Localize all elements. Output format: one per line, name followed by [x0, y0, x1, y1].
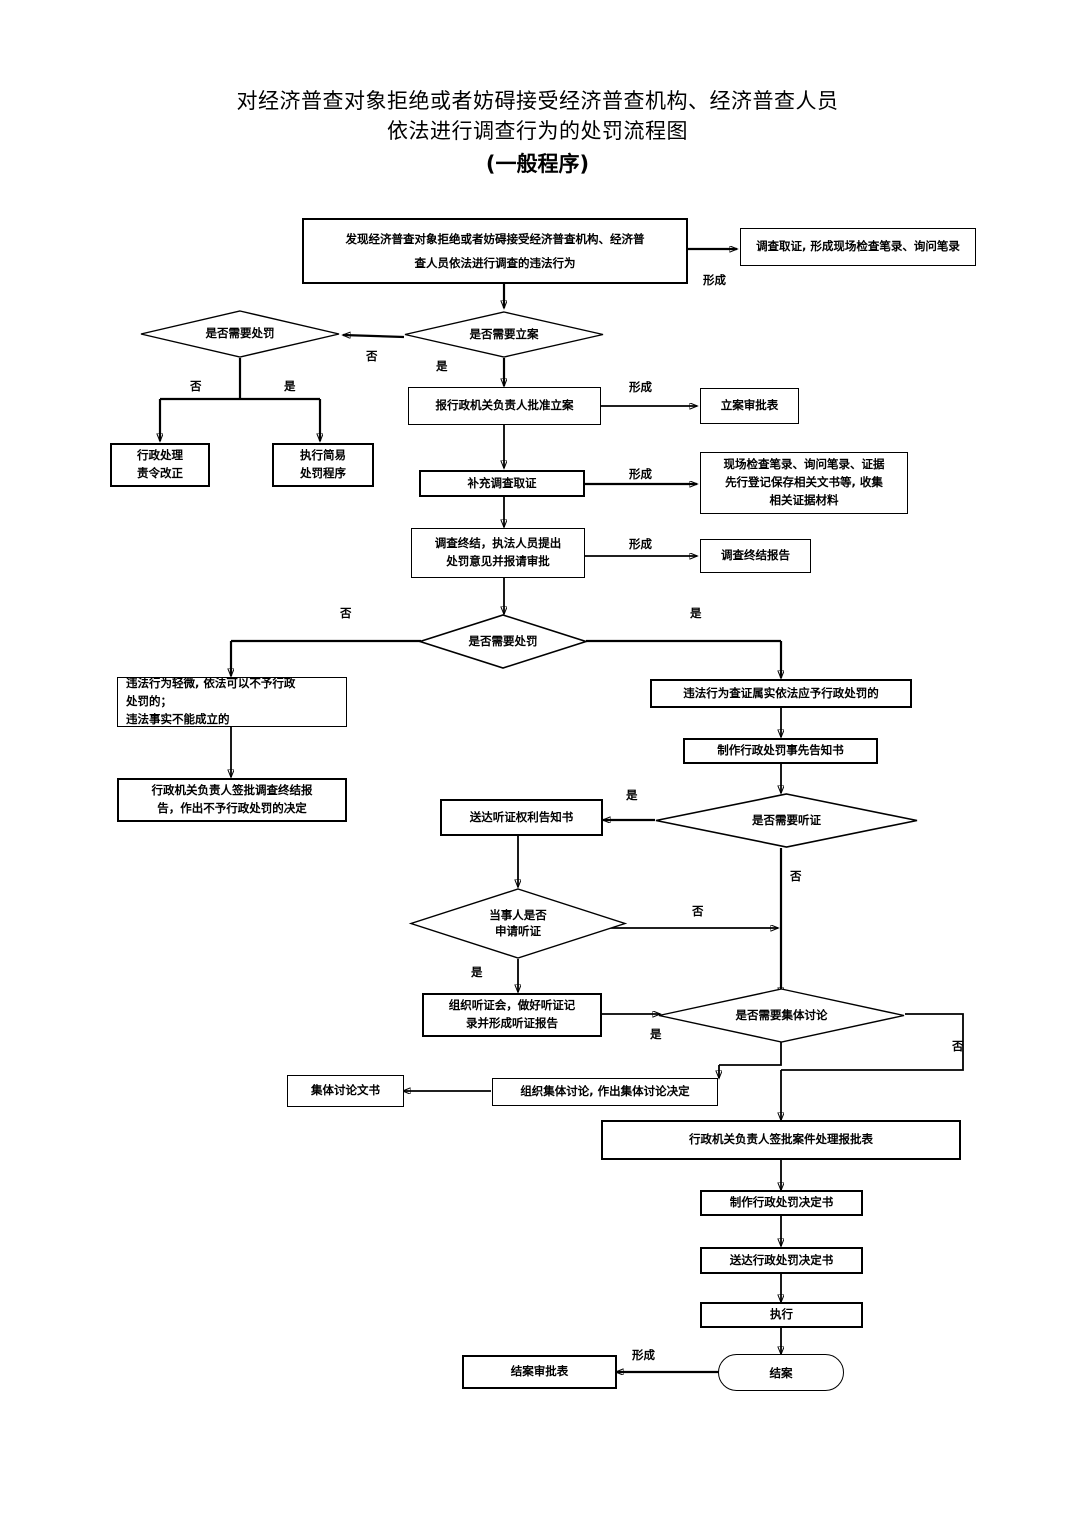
decision-need-collective-discussion[interactable]: 是否需要集体讨论 [658, 988, 905, 1043]
edge-label-no-collective: 否 [952, 1039, 964, 1053]
edge-label-yes-filing: 是 [436, 359, 448, 373]
edge-label-form-3: 形成 [629, 467, 652, 481]
node-deliver-punish-decision[interactable]: 送达行政处罚决定书 [700, 1247, 863, 1274]
page-title: 对经济普查对象拒绝或者妨碍接受经济普查机构、经济普查人员 依法进行调查行为的处罚… [0, 86, 1075, 180]
decision-need-punish-2[interactable]: 是否需要处罚 [417, 614, 589, 669]
node-minor-violation[interactable]: 违法行为轻微, 依法可以不予行政 处罚的； 违法事实不能成立的 [117, 676, 347, 727]
decision-need-punish-1[interactable]: 是否需要处罚 [140, 310, 340, 358]
node-organize-hearing[interactable]: 组织听证会，做好听证记 录并形成听证报告 [422, 993, 602, 1037]
node-admin-handle-correct[interactable]: 行政处理 责令改正 [110, 443, 210, 487]
edge-label-no-filing: 否 [366, 349, 378, 363]
node-case-closing-form[interactable]: 结案审批表 [462, 1355, 617, 1389]
edge-label-yes-apply-hearing: 是 [471, 965, 483, 979]
node-make-prior-notice[interactable]: 制作行政处罚事先告知书 [683, 738, 878, 764]
node-evidence-docs[interactable]: 现场检查笔录、询问笔录、证据 先行登记保存相关文书等, 收集 相关证据材料 [700, 452, 908, 514]
decision-need-hearing[interactable]: 是否需要听证 [655, 793, 918, 848]
node-investigation-end[interactable]: 调查终结，执法人员提出 处罚意见并报请审批 [411, 528, 585, 578]
title-line-1: 对经济普查对象拒绝或者妨碍接受经济普查机构、经济普查人员 [236, 89, 839, 113]
edge-label-form-1: 形成 [703, 273, 726, 287]
edge-label-form-5: 形成 [632, 1348, 655, 1362]
edge-label-no-apply-hearing: 否 [692, 904, 704, 918]
edge-label-no-hearing: 否 [790, 869, 802, 883]
edge-label-yes-collective: 是 [650, 1027, 662, 1041]
node-collective-discussion-doc[interactable]: 集体讨论文书 [287, 1075, 404, 1107]
node-start-violation[interactable]: 发现经济普查对象拒绝或者妨碍接受经济普查机构、经济普 查人员依法进行调查的违法行… [302, 218, 688, 284]
edge-label-yes-hearing: 是 [626, 788, 638, 802]
node-filing-approval-form[interactable]: 立案审批表 [700, 388, 799, 424]
node-organize-collective-discussion[interactable]: 组织集体讨论, 作出集体讨论决定 [492, 1078, 718, 1106]
edge-label-form-2: 形成 [629, 380, 652, 394]
decision-need-filing[interactable]: 是否需要立案 [404, 311, 604, 358]
node-make-punish-decision[interactable]: 制作行政处罚决定书 [700, 1190, 863, 1216]
node-simple-procedure[interactable]: 执行简易 处罚程序 [272, 443, 374, 487]
node-case-closed[interactable]: 结案 [718, 1354, 844, 1391]
node-violation-confirmed[interactable]: 违法行为查证属实依法应予行政处罚的 [650, 679, 912, 708]
node-investigate-evidence[interactable]: 调查取证, 形成现场检查笔录、询问笔录 [740, 228, 976, 266]
node-execute[interactable]: 执行 [700, 1302, 863, 1328]
edge-label-no-punish2: 否 [340, 606, 352, 620]
title-line-2: 依法进行调查行为的处罚流程图 [387, 119, 688, 143]
node-investigation-end-report[interactable]: 调查终结报告 [700, 539, 811, 573]
decision-party-apply-hearing[interactable]: 当事人是否 申请听证 [408, 888, 628, 959]
title-subtitle: (一般程序) [485, 152, 590, 176]
edge-label-no-punish1: 否 [190, 379, 202, 393]
node-no-punish-decision[interactable]: 行政机关负责人签批调查终结报 告，作出不予行政处罚的决定 [117, 778, 347, 822]
node-report-approve-filing[interactable]: 报行政机关负责人批准立案 [408, 387, 601, 425]
edge-label-yes-punish1: 是 [284, 379, 296, 393]
edge-label-form-4: 形成 [629, 537, 652, 551]
edge-label-yes-punish2: 是 [690, 606, 702, 620]
node-deliver-hearing-notice[interactable]: 送达听证权利告知书 [440, 799, 603, 836]
node-supplement-investigation[interactable]: 补充调查取证 [419, 470, 585, 497]
node-sign-case-form[interactable]: 行政机关负责人签批案件处理报批表 [601, 1120, 961, 1160]
